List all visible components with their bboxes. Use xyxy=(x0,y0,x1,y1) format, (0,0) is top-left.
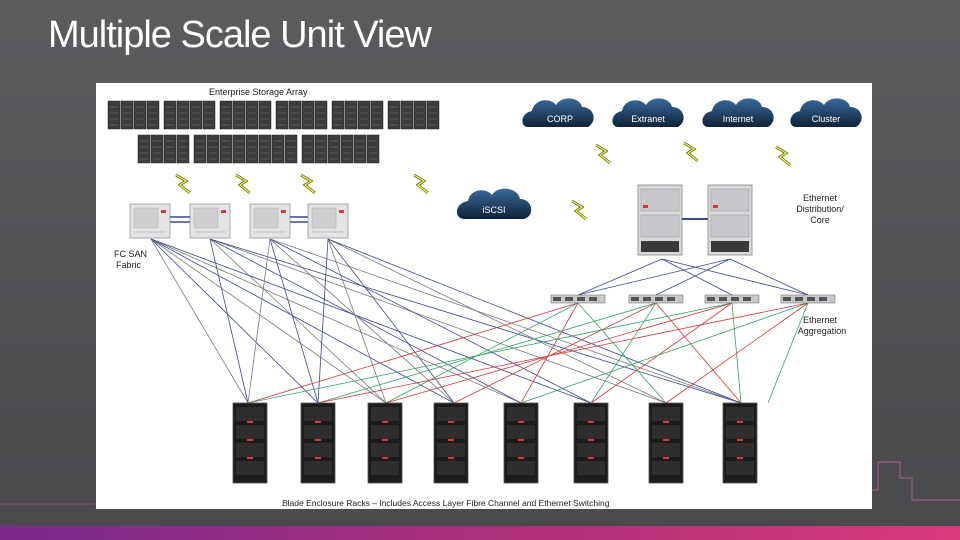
accent-bar xyxy=(0,526,960,540)
fc-san-label: FC SAN Fabric xyxy=(114,249,147,270)
storage-row-bottom xyxy=(137,134,380,164)
fc-san-label-line1: FC SAN xyxy=(114,249,147,259)
ethernet-links xyxy=(247,258,809,404)
network-diagram: Enterprise Storage Array CORP Extranet I… xyxy=(96,83,872,509)
cloud-corp: CORP xyxy=(522,98,594,127)
cloud-cluster: Cluster xyxy=(790,98,862,127)
cloud-label-internet: Internet xyxy=(723,114,754,124)
racks-label: Blade Enclosure Racks – Includes Access … xyxy=(282,498,610,508)
cloud-internet: Internet xyxy=(702,98,774,127)
core-label-line3: Core xyxy=(810,215,830,225)
storage-array: Enterprise Storage Array xyxy=(107,87,440,164)
fc-san-switches xyxy=(129,203,349,239)
cloud-label-corp: CORP xyxy=(547,114,573,124)
aggregation-label-line1: Ethernet xyxy=(803,315,838,325)
circuit-trace-decoration xyxy=(0,461,960,505)
cloud-label-extranet: Extranet xyxy=(631,114,665,124)
cloud-iscsi: iSCSI xyxy=(456,188,532,219)
storage-label: Enterprise Storage Array xyxy=(209,87,308,97)
core-label: Ethernet Distribution/ Core xyxy=(796,193,844,225)
cloud-label-cluster: Cluster xyxy=(812,114,841,124)
fc-san-label-line2: Fabric xyxy=(116,260,142,270)
cloud-label-iscsi: iSCSI xyxy=(482,205,505,215)
ethernet-core-chassis xyxy=(637,184,753,256)
slide-title: Multiple Scale Unit View xyxy=(48,14,432,56)
ethernet-aggregation-switches xyxy=(550,294,836,304)
core-label-line2: Distribution/ xyxy=(796,204,844,214)
cloud-extranet: Extranet xyxy=(612,98,684,127)
storage-row-top xyxy=(107,100,440,130)
core-label-line1: Ethernet xyxy=(803,193,838,203)
blade-enclosure-racks xyxy=(232,402,758,484)
aggregation-label-line2: Aggregation xyxy=(798,326,847,336)
fc-links xyxy=(150,238,742,404)
aggregation-label: Ethernet Aggregation xyxy=(798,315,847,336)
